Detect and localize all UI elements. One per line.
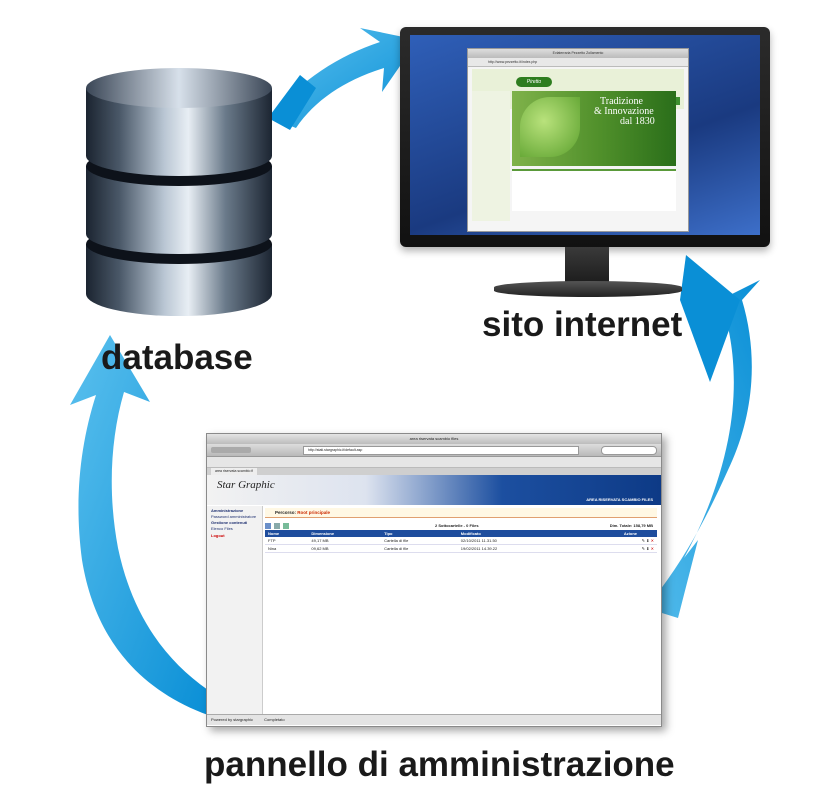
browser-titlebar: Evlaterraria Pezzetto Zollamento — [468, 49, 688, 58]
cell-modified: 19/02/2011 14.39.22 — [457, 544, 566, 553]
col-modificato[interactable]: Modificato — [457, 530, 566, 537]
cell-size: 49,17 MB — [308, 537, 382, 545]
row-actions: ✎ ⬇ ✕ — [565, 544, 657, 553]
admin-navbar: http://stati.stargraphic.it/default.asp — [207, 444, 661, 457]
delete-icon[interactable]: ✕ — [650, 538, 654, 543]
col-nome[interactable]: Nome — [265, 530, 309, 537]
table-header: Nome Dimensione Tipo Modificato Azione — [265, 530, 657, 537]
sidebar-item-files[interactable]: Elenco Files — [211, 526, 233, 531]
folder-up-icon[interactable] — [265, 523, 271, 529]
browser-window-site: Evlaterraria Pezzetto Zollamento http://… — [467, 48, 689, 232]
monitor-screen: Evlaterraria Pezzetto Zollamento http://… — [410, 35, 760, 235]
file-summary: 2 Sottocartelle - 0 Files — [435, 523, 479, 528]
rename-icon[interactable]: ✎ — [641, 546, 646, 551]
arrow-top-tail — [268, 75, 316, 130]
upload-icon[interactable] — [283, 523, 289, 529]
admin-window-title: area riservata scambio files — [409, 436, 459, 441]
admin-logo: Star Graphic — [217, 479, 275, 491]
leaf-image — [520, 97, 580, 157]
download-icon[interactable]: ⬇ — [646, 546, 650, 551]
monitor-stand — [494, 281, 682, 297]
cell-size: 09,62 MB — [308, 544, 382, 553]
cell-name[interactable]: Nina — [265, 544, 309, 553]
cell-name[interactable]: FTP — [265, 537, 309, 545]
nav-buttons[interactable] — [211, 447, 251, 453]
admin-footer: Powered by stargraphic Completato — [207, 714, 661, 725]
row-actions: ✎ ⬇ ✕ — [565, 537, 657, 545]
site-logo: Piretto — [516, 77, 552, 87]
tab-admin[interactable]: area riservata scambio fi — [211, 468, 258, 475]
browser-window-admin: area riservata scambio files http://stat… — [206, 433, 662, 727]
banner-line2: & Innovazione — [594, 106, 654, 117]
browser-address-bar[interactable]: http://www.pezzetto.it/index.php — [468, 58, 688, 67]
search-field[interactable] — [601, 446, 657, 455]
file-summary-row: 2 Sottocartelle - 0 Files Dim. Totale: 1… — [265, 522, 657, 530]
admin-sidebar: Amministrazione Password amministratore … — [207, 506, 263, 724]
database-label: database — [101, 338, 253, 377]
breadcrumb: Percorso: Root principale — [265, 508, 657, 518]
sidebar-item-password[interactable]: Password amministratore — [211, 514, 257, 519]
site-left-nav — [472, 91, 510, 221]
site-content-area — [512, 169, 676, 211]
files-table: Nome Dimensione Tipo Modificato Azione F… — [265, 530, 657, 553]
cell-type: Cartella di file — [381, 537, 458, 545]
col-tipo[interactable]: Tipo — [381, 530, 458, 537]
disk-total: Dim. Totale: 158,79 MB — [609, 523, 653, 528]
monitor: Evlaterraria Pezzetto Zollamento http://… — [400, 27, 770, 247]
sidebar-item-amministrazione[interactable]: Amministrazione — [211, 508, 244, 513]
arrow-top — [270, 28, 418, 128]
breadcrumb-label: Percorso: — [275, 510, 297, 515]
arrow-right — [620, 280, 760, 618]
database-cylinder — [86, 68, 272, 316]
col-azione: Azione — [565, 530, 657, 537]
area-title: AREA RISERVATA SCAMBIO FILES — [586, 497, 653, 502]
table-row[interactable]: FTP 49,17 MB Cartella di file 02/10/2011… — [265, 537, 657, 545]
arrow-right-tail — [680, 255, 740, 382]
col-dimensione[interactable]: Dimensione — [308, 530, 382, 537]
delete-icon[interactable]: ✕ — [650, 546, 654, 551]
arrow-left — [70, 335, 208, 715]
cell-type: Cartella di file — [381, 544, 458, 553]
status-text: Completato — [264, 717, 285, 722]
sidebar-item-logout[interactable]: Logout — [211, 533, 225, 538]
table-row[interactable]: Nina 09,62 MB Cartella di file 19/02/201… — [265, 544, 657, 553]
admin-url-field[interactable]: http://stati.stargraphic.it/default.asp — [303, 446, 579, 455]
banner-line3: dal 1830 — [620, 116, 655, 127]
bookmarks-bar — [207, 457, 661, 468]
rename-icon[interactable]: ✎ — [641, 538, 646, 543]
site-label: sito internet — [482, 305, 683, 344]
banner-line1: Tradizione — [600, 96, 643, 107]
new-folder-icon[interactable] — [274, 523, 280, 529]
site-banner: Tradizione & Innovazione dal 1830 — [512, 91, 676, 166]
powered-by[interactable]: Powered by stargraphic — [211, 717, 254, 722]
sidebar-item-contenuti[interactable]: Gestione contenuti — [211, 520, 248, 525]
breadcrumb-root[interactable]: Root principale — [297, 510, 331, 515]
site-window-title: Evlaterraria Pezzetto Zollamento — [552, 51, 604, 55]
site-url: http://www.pezzetto.it/index.php — [488, 60, 538, 64]
cell-modified: 02/10/2011 11.31.50 — [457, 537, 566, 545]
monitor-neck — [565, 247, 609, 283]
download-icon[interactable]: ⬇ — [646, 538, 650, 543]
admin-titlebar: area riservata scambio files — [207, 434, 661, 444]
admin-label: pannello di amministrazione — [204, 745, 675, 784]
admin-banner: Star Graphic AREA RISERVATA SCAMBIO FILE… — [207, 475, 661, 505]
